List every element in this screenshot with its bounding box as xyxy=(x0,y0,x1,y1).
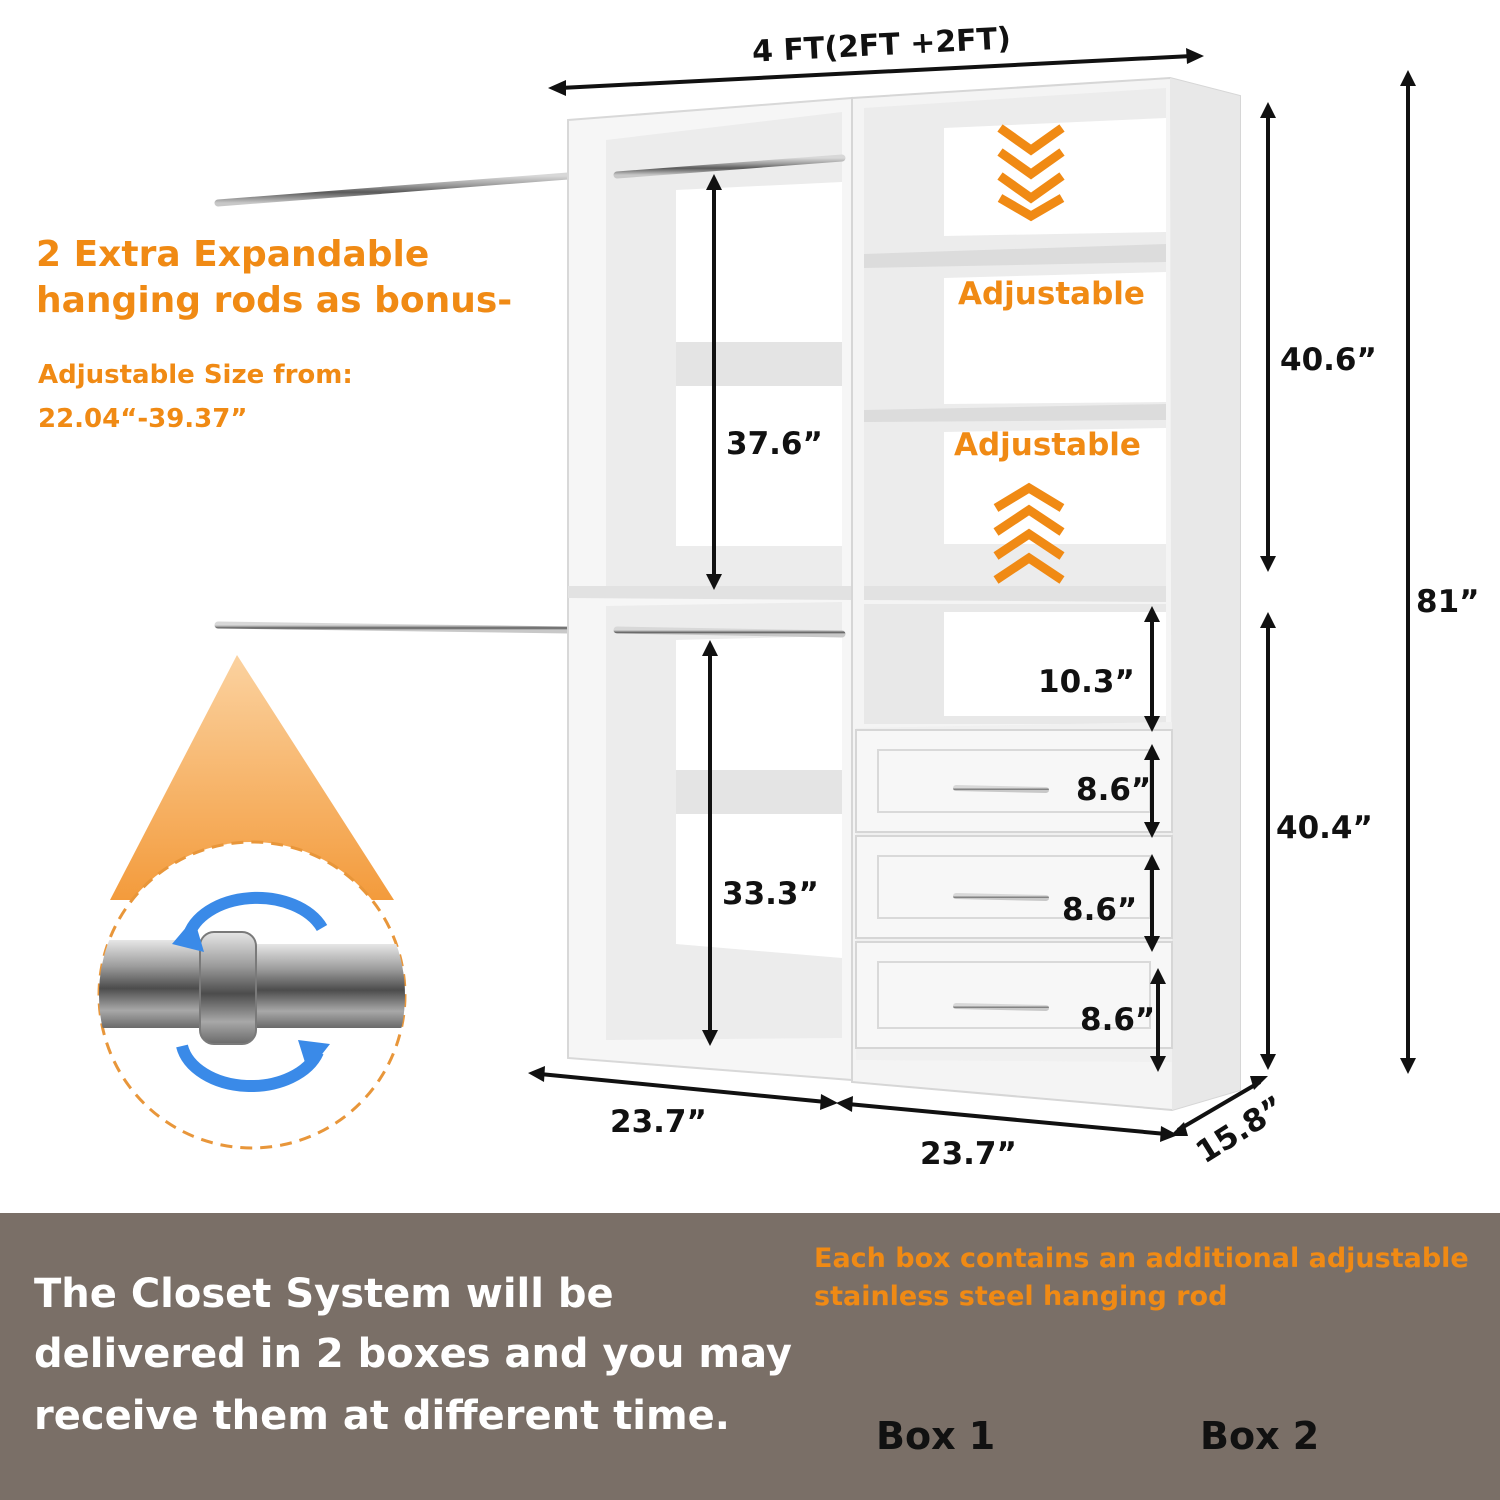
dim-lower-section: 40.4” xyxy=(1276,810,1373,846)
right-unit xyxy=(851,76,1241,1112)
bonus-rod-bottom xyxy=(214,621,572,634)
bonus-size-line2: 22.04“-39.37” xyxy=(38,404,248,434)
adjustable-label-upper: Adjustable xyxy=(958,276,1145,312)
spotlight-cone xyxy=(110,655,394,900)
left-unit xyxy=(567,96,853,1082)
dim-upper-section: 40.6” xyxy=(1280,342,1377,378)
chevrons-down-icon xyxy=(997,124,1065,222)
dim-right-width: 23.7” xyxy=(920,1136,1017,1172)
dim-drawer-3: 8.6” xyxy=(1080,1002,1156,1038)
dim-total-height: 81” xyxy=(1416,584,1480,620)
box-note-line2: stainless steel hanging rod xyxy=(814,1281,1228,1312)
bonus-title-line2: hanging rods as bonus- xyxy=(36,280,513,321)
dim-drawer-1: 8.6” xyxy=(1076,772,1152,808)
delivery-line2: delivered in 2 boxes and you may xyxy=(34,1331,792,1377)
delivery-line3: receive them at different time. xyxy=(34,1393,730,1439)
box-2-label: Box 2 xyxy=(1200,1414,1320,1458)
dim-open-cubby: 10.3” xyxy=(1038,664,1135,700)
delivery-line1: The Closet System will be xyxy=(34,1271,614,1317)
rod-joint-closeup xyxy=(97,840,407,1150)
dim-left-lower: 33.3” xyxy=(722,876,819,912)
dim-left-upper: 37.6” xyxy=(726,426,823,462)
rotate-arrows-icon xyxy=(172,891,330,1093)
dimension-arrows xyxy=(528,48,1416,1142)
chevrons-up-icon xyxy=(993,482,1065,584)
box-note-line1: Each box contains an additional adjustab… xyxy=(814,1243,1469,1274)
delivery-footer: The Closet System will be delivered in 2… xyxy=(0,1213,1500,1500)
bonus-title-line1: 2 Extra Expandable xyxy=(36,234,430,275)
dim-drawer-2: 8.6” xyxy=(1062,892,1138,928)
adjustable-label-lower: Adjustable xyxy=(954,427,1141,463)
dim-left-width: 23.7” xyxy=(610,1104,707,1140)
bonus-size-line1: Adjustable Size from: xyxy=(38,360,353,390)
bonus-rod-top xyxy=(214,172,572,207)
box-1-label: Box 1 xyxy=(876,1414,996,1458)
